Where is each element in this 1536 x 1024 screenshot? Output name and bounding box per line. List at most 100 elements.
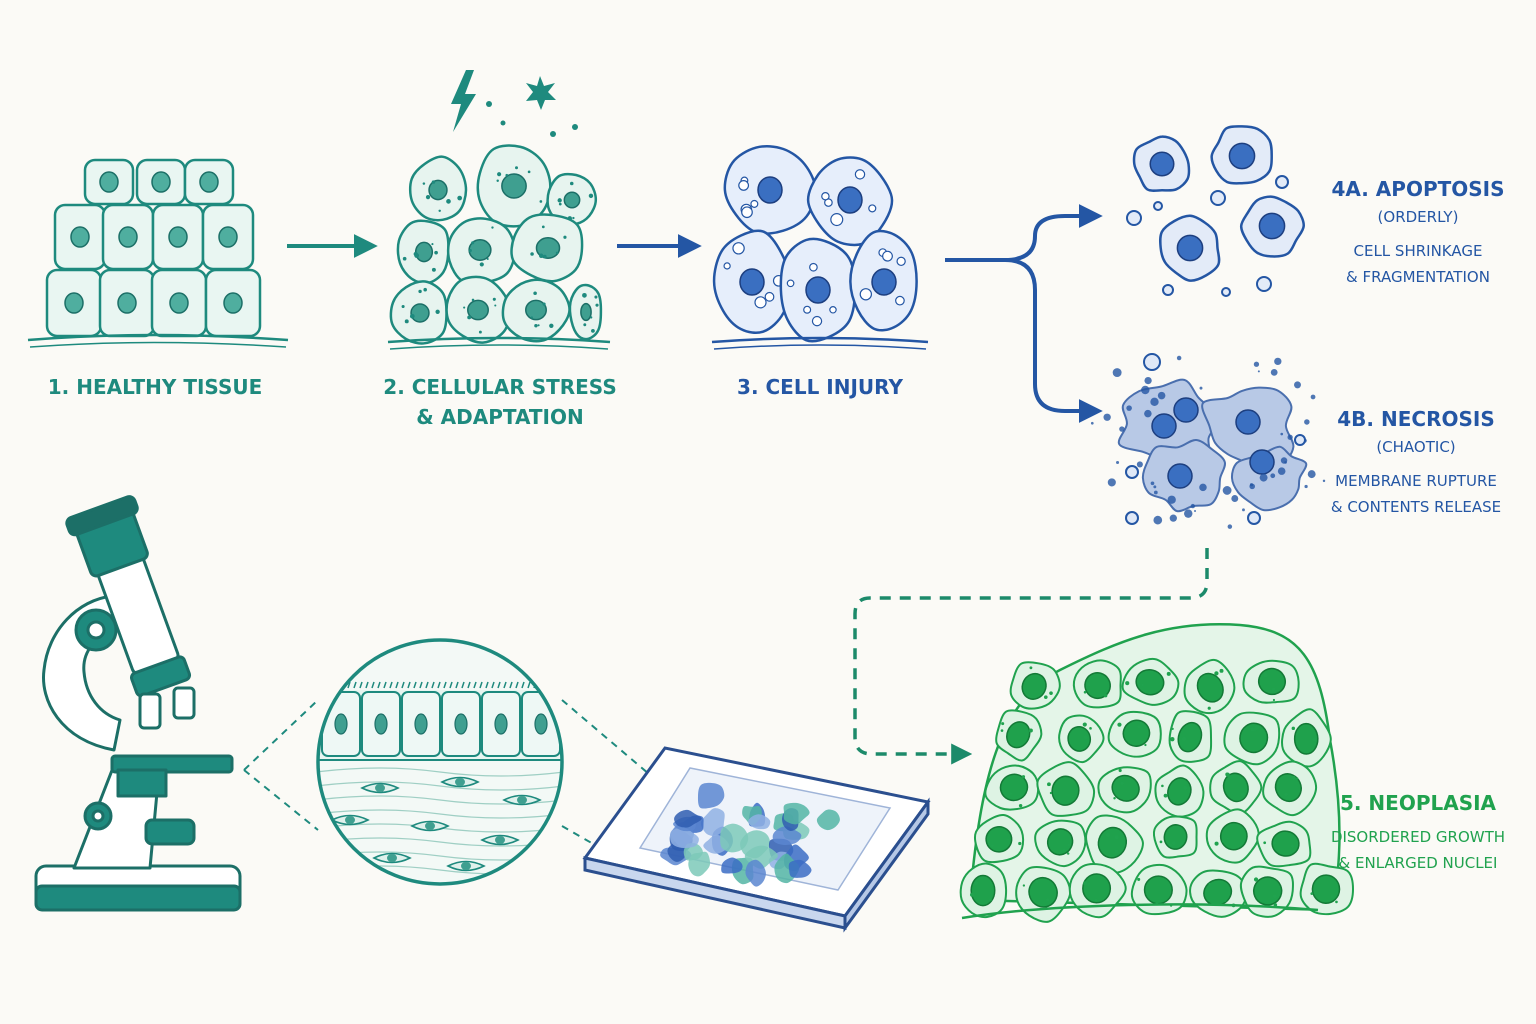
enlarged-nucleus — [1163, 824, 1188, 850]
released-vesicle — [1125, 465, 1139, 479]
cilia — [497, 681, 501, 689]
vacuole — [882, 250, 893, 262]
cilia — [545, 681, 549, 689]
vacuole — [764, 291, 775, 302]
nucleus — [374, 713, 388, 735]
stained-tissue — [697, 782, 725, 809]
organelle — [1049, 691, 1053, 696]
organelle — [1137, 725, 1141, 729]
stressed-tissue-cells — [387, 144, 611, 350]
fibroblast — [520, 854, 560, 866]
neoplasia-desc-line2: & ENLARGED NUCLEI — [1338, 854, 1498, 872]
enlarged-nucleus — [1135, 668, 1165, 696]
cell-debris — [1199, 483, 1207, 492]
condensed-nucleus — [1176, 234, 1204, 262]
nucleus — [871, 268, 897, 296]
enlarged-nucleus — [1097, 826, 1128, 859]
cell-debris — [1222, 486, 1232, 495]
cilia — [395, 681, 399, 689]
organelle — [1222, 840, 1225, 843]
nucleus — [494, 713, 508, 735]
neoplasia-title: 5. NEOPLASIA — [1339, 791, 1497, 815]
nucleus — [414, 241, 434, 263]
nucleus — [334, 713, 348, 735]
organelle — [1046, 898, 1050, 902]
vacuole — [868, 204, 877, 213]
cilia — [335, 681, 339, 689]
enlarged-nucleus — [1028, 876, 1058, 908]
nucleus — [517, 796, 527, 804]
basement-membrane — [713, 344, 927, 350]
cell-debris — [1322, 479, 1326, 483]
organelle — [1137, 877, 1141, 881]
apoptotic-body — [1162, 284, 1174, 296]
cilia — [371, 681, 375, 689]
organelle — [515, 166, 518, 170]
organelle — [1284, 792, 1288, 797]
nucleus — [345, 816, 355, 824]
organelle — [533, 291, 537, 296]
cell-debris — [1090, 421, 1094, 425]
nucleus — [410, 303, 430, 323]
organelle — [1125, 681, 1130, 686]
released-vesicle — [1143, 353, 1161, 371]
cell-debris — [1307, 470, 1316, 479]
organelle — [1071, 795, 1074, 798]
organelle — [1296, 777, 1299, 780]
organelle — [1141, 683, 1144, 687]
nucleus — [169, 292, 189, 314]
organelle — [530, 316, 533, 319]
cell-debris — [1150, 397, 1159, 407]
cilia — [401, 681, 405, 689]
organelle — [1018, 803, 1023, 808]
cell-debris — [1126, 405, 1132, 411]
organelle — [1103, 693, 1108, 698]
label-neoplasia: 5. NEOPLASIA DISORDERED GROWTH & ENLARGE… — [1320, 788, 1516, 876]
apoptotic-body — [1256, 276, 1272, 292]
stained-tissue — [669, 827, 699, 849]
organelle — [1094, 898, 1098, 902]
necrotic-cells — [1085, 353, 1326, 529]
stained-tissue — [721, 857, 743, 874]
apoptotic-body — [1221, 287, 1231, 297]
organelle — [505, 173, 509, 177]
released-vesicle — [1125, 511, 1139, 525]
cell-debris — [1231, 495, 1239, 502]
cell-debris — [1242, 508, 1245, 512]
cell-debris — [1304, 419, 1310, 425]
cell-debris — [1259, 473, 1268, 482]
organelle — [1062, 848, 1066, 852]
stained-tissue — [700, 808, 725, 837]
stained-tissue — [772, 826, 802, 846]
nucleus — [387, 854, 397, 862]
nucleus — [118, 226, 138, 248]
stress-particles — [486, 101, 578, 137]
apoptotic-body — [1275, 175, 1289, 189]
nucleus — [425, 822, 435, 830]
organelle — [542, 254, 547, 259]
cilia — [539, 681, 543, 689]
vacuole — [829, 305, 837, 314]
injury-title: 3. CELL INJURY — [737, 375, 903, 399]
cilia — [425, 681, 429, 689]
organelle — [1067, 843, 1070, 847]
organelle — [1273, 841, 1276, 845]
organelle — [1254, 725, 1259, 730]
organelle — [1047, 782, 1051, 787]
cilia — [407, 681, 411, 689]
organelle — [431, 243, 434, 246]
connective-fiber — [318, 767, 562, 777]
stained-tissue — [788, 859, 812, 878]
organelle — [1335, 900, 1338, 904]
organelle — [1171, 727, 1174, 730]
nucleus — [501, 173, 527, 199]
healthy-title: 1. HEALTHY TISSUE — [47, 375, 263, 399]
organelle — [1083, 735, 1088, 740]
cilia — [443, 681, 447, 689]
stained-tissue — [720, 823, 749, 853]
condensed-nucleus — [1228, 142, 1256, 170]
enlarged-nucleus — [1293, 722, 1319, 755]
cell-debris — [1227, 524, 1233, 529]
cell-debris — [1253, 361, 1260, 367]
label-healthy-tissue: 1. HEALTHY TISSUE — [20, 372, 290, 402]
